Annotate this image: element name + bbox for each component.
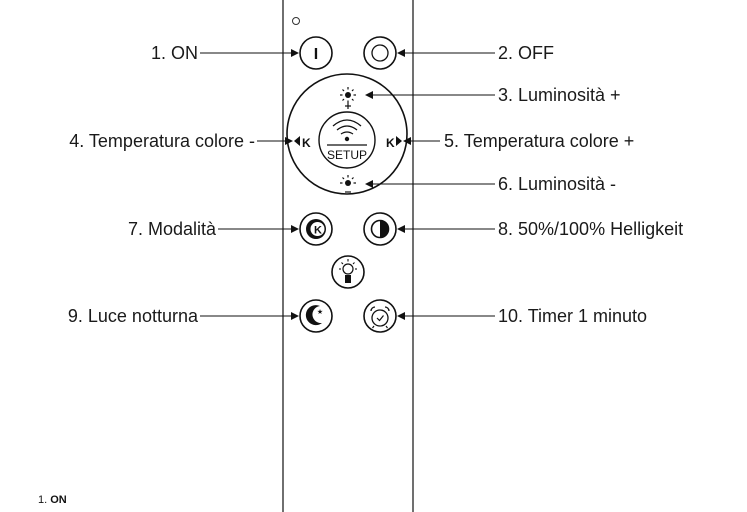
label-half-full: 8. 50%/100% Helligkeit [498, 219, 684, 239]
mode-button: K [299, 212, 333, 246]
caption: 1. ON [38, 494, 67, 506]
label-color-temp-down: 4. Temperatura colore - [69, 131, 255, 151]
svg-text:★: ★ [317, 308, 323, 316]
label-timer: 10. Timer 1 minuto [498, 306, 648, 326]
label-night-light: 9. Luce notturna [67, 306, 198, 326]
label-mode: 7. Modalità [127, 219, 216, 239]
dial-control: K K SETUP [286, 73, 408, 195]
brightness-up-icon [340, 87, 356, 109]
timer-button [363, 299, 397, 333]
label-off: 2. OFF [498, 43, 555, 63]
label-brightness-down: 6. Luminosità - [498, 174, 617, 194]
mode-letter: K [314, 225, 322, 237]
brightness-down-icon [340, 175, 356, 193]
caption-number: 1. [38, 494, 48, 506]
on-button: I [299, 36, 333, 70]
color-temp-up-icon: K [386, 136, 402, 150]
led-indicator [292, 17, 300, 25]
off-button [363, 36, 397, 70]
night-light-button: ★ [299, 299, 333, 333]
leader-lines [200, 49, 495, 320]
setup-button: SETUP [318, 111, 376, 169]
label-on: 1. ON [150, 43, 198, 63]
caption-text: ON [50, 494, 67, 506]
half-full-button [363, 212, 397, 246]
k-left-label: K [302, 136, 311, 150]
setup-label: SETUP [327, 148, 367, 162]
label-brightness-up: 3. Luminosità + [498, 85, 621, 105]
k-right-label: K [386, 136, 395, 150]
on-symbol: I [314, 46, 318, 63]
lamp-button [331, 255, 365, 289]
label-color-temp-up: 5. Temperatura colore + [444, 131, 635, 151]
wifi-icon [332, 119, 362, 127]
color-temp-down-icon: K [294, 136, 311, 150]
